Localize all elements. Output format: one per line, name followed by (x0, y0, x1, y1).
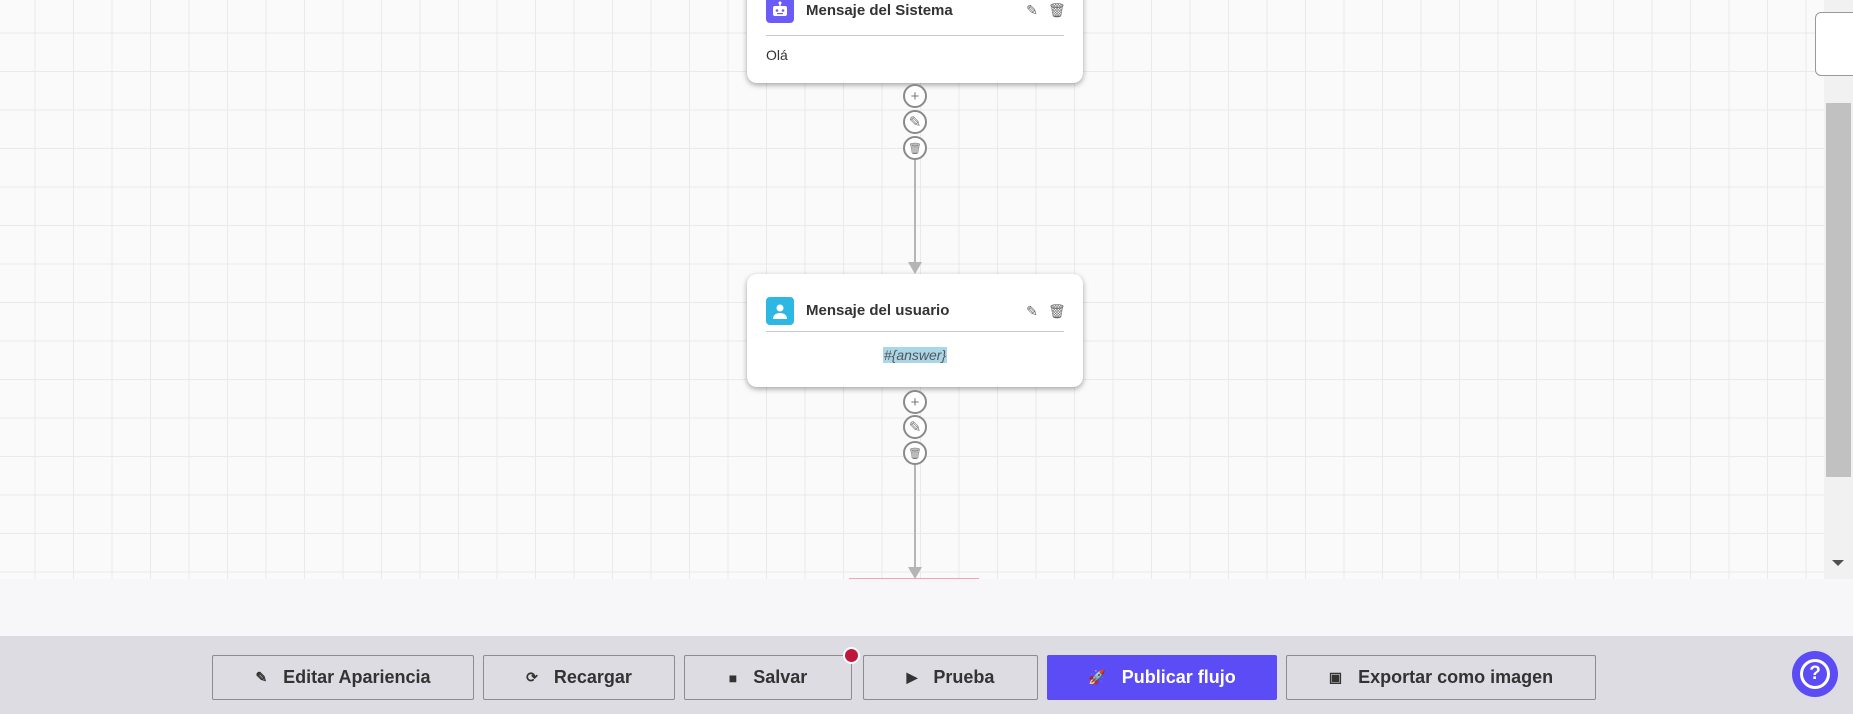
scrollbar-thumb[interactable] (1826, 103, 1851, 477)
rocket-icon: 🚀 (1088, 669, 1106, 685)
node-title: Mensaje del Sistema (806, 2, 953, 19)
floppy-icon: ■ (728, 669, 738, 686)
button-label: Prueba (933, 667, 995, 687)
pencil-icon[interactable]: ✎ (1026, 2, 1038, 18)
edit-connection-button[interactable]: ✎ (903, 110, 927, 134)
help-button[interactable]: ? (1792, 651, 1838, 697)
connector-line (914, 465, 916, 569)
refresh-icon: ⟳ (526, 669, 538, 685)
button-label: Salvar (753, 667, 808, 687)
button-label: Publicar flujo (1121, 667, 1236, 687)
edit-icon: ✎ (255, 669, 268, 685)
unsaved-indicator (843, 647, 860, 664)
arrow-head (908, 262, 922, 274)
test-button[interactable]: ▶ Prueba (863, 655, 1038, 700)
button-label: Recargar (553, 667, 632, 687)
node-content: Olá (766, 47, 788, 63)
user-icon (766, 296, 794, 325)
button-label: Exportar como imagen (1358, 667, 1554, 687)
question-icon: ? (1800, 659, 1830, 689)
export-image-button[interactable]: ▣ Exportar como imagen (1286, 655, 1596, 700)
add-node-button[interactable]: + (903, 390, 927, 414)
save-button[interactable]: ■ Salvar (684, 655, 852, 700)
node-header: Mensaje del Sistema ✎ 🗑 (766, 0, 1066, 36)
flow-canvas[interactable]: Mensaje del Sistema ✎ 🗑 Olá + ✎ 🗑 Mensaj… (0, 0, 1824, 579)
reload-button[interactable]: ⟳ Recargar (483, 655, 675, 700)
edit-connection-button[interactable]: ✎ (903, 415, 927, 439)
node-title: Mensaje del usuario (806, 301, 950, 319)
node-content: #{answer} (747, 347, 1083, 363)
delete-connection-button[interactable]: 🗑 (903, 441, 927, 465)
play-icon: ▶ (906, 669, 918, 685)
button-label: Editar Apariencia (283, 667, 431, 687)
publish-flow-button[interactable]: 🚀 Publicar flujo (1047, 655, 1277, 700)
arrow-head (908, 567, 922, 579)
node-header: Mensaje del usuario ✎ 🗑 (766, 290, 1066, 332)
trash-icon[interactable]: 🗑 (1048, 2, 1066, 18)
variable-tag: #{answer} (882, 347, 948, 363)
next-node-edge (849, 578, 979, 579)
add-node-button[interactable]: + (903, 84, 927, 108)
system-message-node[interactable]: Mensaje del Sistema ✎ 🗑 Olá (747, 0, 1083, 83)
pencil-icon[interactable]: ✎ (1026, 302, 1038, 319)
scroll-down-arrow[interactable] (1832, 560, 1844, 566)
minimap-panel[interactable] (1815, 12, 1853, 76)
robot-icon (766, 0, 794, 23)
image-icon: ▣ (1328, 669, 1343, 685)
user-message-node[interactable]: Mensaje del usuario ✎ 🗑 #{answer} (747, 274, 1083, 387)
delete-connection-button[interactable]: 🗑 (903, 136, 927, 160)
edit-appearance-button[interactable]: ✎ Editar Apariencia (212, 655, 474, 700)
connector-line (914, 160, 916, 262)
trash-icon[interactable]: 🗑 (1048, 302, 1066, 319)
